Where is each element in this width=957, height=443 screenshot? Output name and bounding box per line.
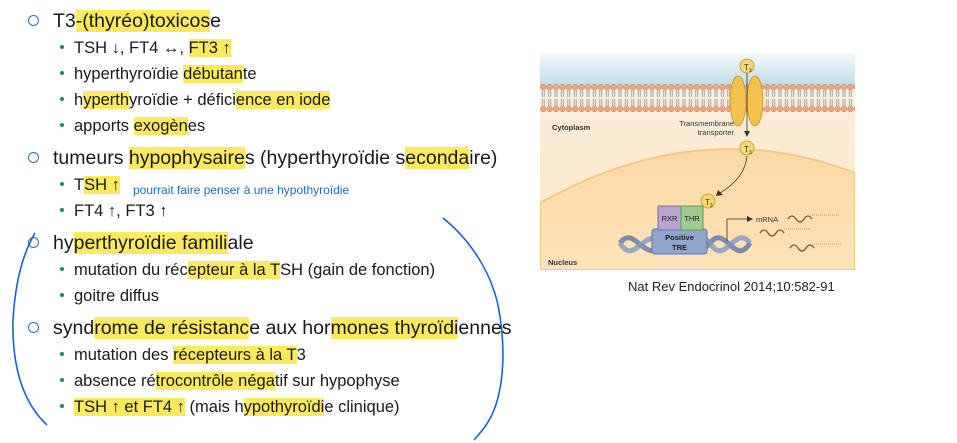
section-title-syndrome-resistance: syndrome de résistance aux hormones thyr…: [28, 316, 512, 340]
list-item: apports exogènes: [60, 115, 205, 137]
highlighted-text: TSH ↑ et FT4 ↑: [74, 398, 185, 416]
highlighted-text: rome de résistanc: [94, 317, 250, 339]
section-title-t3-toxicose: T3-(thyréo)toxicose: [28, 9, 221, 33]
svg-text:T3: T3: [705, 198, 713, 209]
list-item: TSH ↑: [60, 174, 120, 196]
highlighted-text: débutan: [183, 65, 243, 83]
highlighted-text: FT3 ↑: [188, 39, 231, 57]
hollow-circle-bullet-icon: [28, 15, 39, 26]
dot-bullet-icon: [60, 182, 64, 186]
hollow-circle-bullet-icon: [28, 152, 39, 163]
dot-bullet-icon: [60, 71, 64, 75]
svg-text:Transmembrane: Transmembrane: [679, 119, 734, 128]
dot-bullet-icon: [60, 123, 64, 127]
list-item: TSH ↓, FT4 ↔, FT3 ↑: [60, 37, 231, 59]
list-item: hyperthyroïdie débutante: [60, 63, 257, 85]
dot-bullet-icon: [60, 267, 64, 271]
highlighted-text: récepteurs à la T: [173, 346, 297, 364]
highlighted-text: yperth: [83, 91, 130, 109]
list-item: hyperthyroïdie + déficience en iode: [60, 89, 331, 111]
cytoplasm-label: Cytoplasm: [552, 123, 591, 132]
figure-caption: Nat Rev Endocrinol 2014;10:582-91: [628, 279, 835, 294]
highlighted-text: epteur à la T: [187, 261, 281, 279]
highlighted-text: exogèn: [133, 117, 188, 135]
list-item: FT4 ↑, FT3 ↑: [60, 200, 168, 222]
title-text: T3-(thyréo)toxicose: [53, 10, 221, 32]
highlighted-text: econda: [405, 147, 470, 169]
handwritten-note: pourrait faire penser à une hypothyroïdi…: [133, 183, 350, 197]
list-item: absence rétrocontrôle négatif sur hypoph…: [60, 370, 400, 392]
t3-label: T3: [744, 63, 752, 74]
thyroid-hormone-pathway-figure: T3 T3 T3 Cytoplasm Transmembrane transpo…: [540, 53, 855, 270]
highlighted-text: ypothyroïdi: [243, 398, 325, 416]
svg-text:TRE: TRE: [672, 243, 687, 252]
dot-bullet-icon: [60, 352, 64, 356]
list-item: mutation des récepteurs à la T3: [60, 344, 306, 366]
highlighted-text: trocontrôle néga: [155, 372, 275, 390]
hollow-circle-bullet-icon: [28, 237, 39, 248]
svg-text:transporter: transporter: [698, 128, 735, 137]
section-title-hyperthyroidie-familiale: hyperthyroïdie familiale: [28, 231, 254, 255]
dot-bullet-icon: [60, 404, 64, 408]
dot-bullet-icon: [60, 97, 64, 101]
dot-bullet-icon: [60, 208, 64, 212]
highlighted-text: hypophysaire: [128, 147, 245, 169]
hollow-circle-bullet-icon: [28, 322, 39, 333]
list-item: TSH ↑ et FT4 ↑ (mais hypothyroïdie clini…: [60, 396, 400, 418]
highlighted-text: mones thyroïdi: [330, 317, 459, 339]
mrna-label: mRNA: [756, 215, 778, 224]
dot-bullet-icon: [60, 378, 64, 382]
highlighted-text: SH ↑: [84, 176, 120, 194]
svg-text:Positive: Positive: [665, 233, 694, 242]
svg-text:RXR: RXR: [662, 214, 678, 223]
highlighted-text: perthyroïdie famili: [73, 232, 228, 254]
dot-bullet-icon: [60, 45, 64, 49]
list-item: mutation du récepteur à la TSH (gain de …: [60, 259, 435, 281]
nucleus-label: Nucleus: [548, 258, 577, 267]
highlighted-text: -(thyréo)toxicos: [75, 10, 211, 32]
dot-bullet-icon: [60, 293, 64, 297]
list-item: goitre diffus: [60, 285, 159, 307]
svg-text:T3: T3: [744, 145, 752, 156]
highlighted-text: ence en iode: [235, 91, 331, 109]
section-title-tumeurs-hypophysaires: tumeurs hypophysaires (hyperthyroïdie se…: [28, 146, 497, 170]
svg-text:THR: THR: [684, 214, 700, 223]
